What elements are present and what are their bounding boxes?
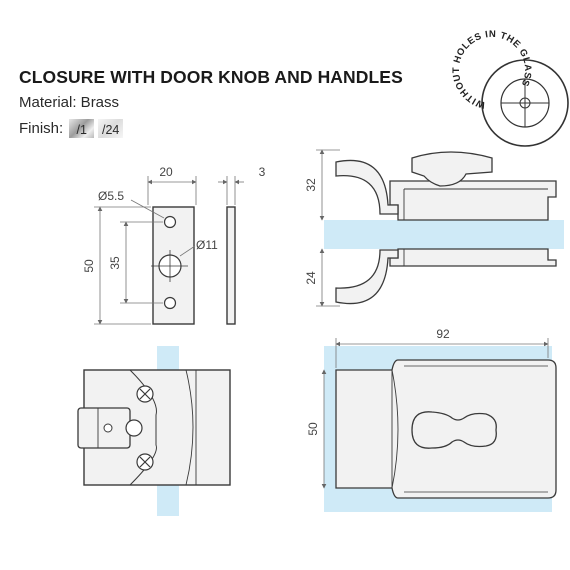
handle-section-view	[324, 151, 564, 305]
dim-hole-spacing: 35	[108, 256, 122, 270]
plate-dimension-lines	[94, 176, 244, 325]
handle-dimension-lines	[316, 149, 340, 307]
dim-hole-large: Ø11	[196, 238, 218, 252]
screw-bottom	[136, 453, 154, 471]
screw-top	[136, 385, 154, 403]
top-view-dimension-lines	[321, 338, 549, 489]
material-label: Material: Brass	[19, 94, 120, 111]
finish-swatch-chrome: /1	[69, 119, 95, 138]
dim-plate-thickness: 3	[259, 165, 266, 179]
dim-body-length: 92	[436, 327, 450, 341]
finish-row: Finish: /1 /24	[19, 119, 124, 138]
page-title: CLOSURE WITH DOOR KNOB AND HANDLES	[19, 67, 403, 87]
dim-hole-small: Ø5.5	[98, 189, 124, 203]
dim-handle-top: 32	[304, 178, 318, 192]
dim-plate-height: 50	[82, 259, 96, 273]
no-holes-badge: WITHOUT HOLES IN THE GLASS	[451, 29, 569, 147]
dim-body-height: 50	[306, 422, 320, 436]
finish-swatch-satin: /24	[98, 119, 124, 138]
assembly-front-view	[77, 346, 231, 516]
dim-handle-bottom: 24	[304, 271, 318, 285]
finish-label: Finish:	[19, 120, 64, 137]
plate-front-view	[151, 206, 236, 325]
dim-plate-width: 20	[159, 165, 173, 179]
assembly-top-view	[324, 346, 557, 512]
